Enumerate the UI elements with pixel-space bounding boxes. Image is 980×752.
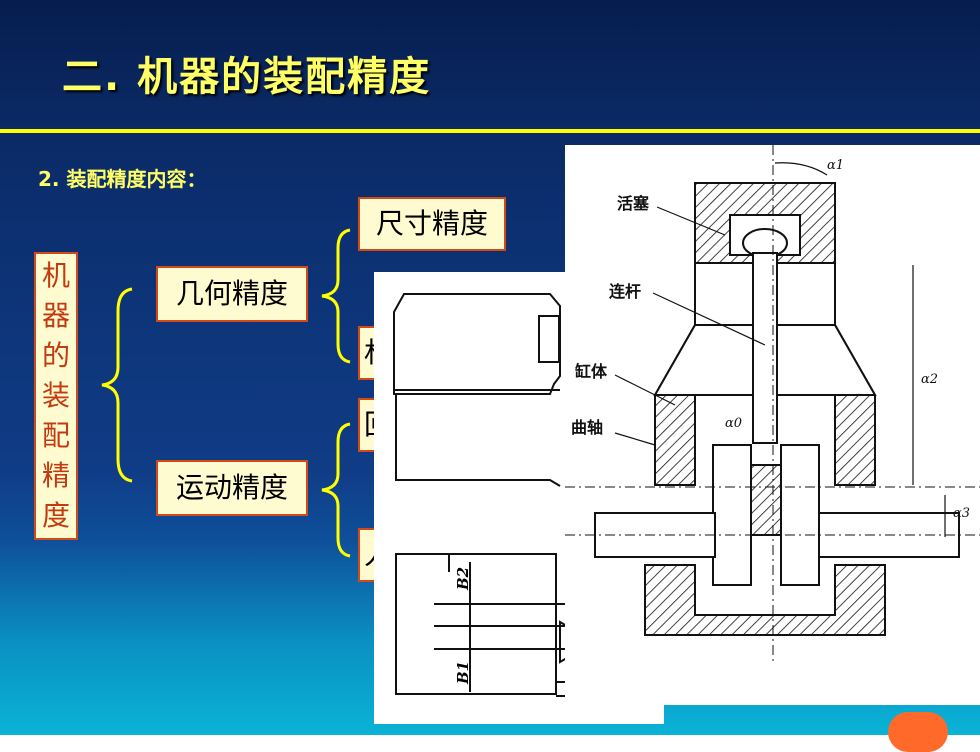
- crankshaft-label: 曲轴: [571, 418, 603, 437]
- title-divider: [0, 129, 980, 133]
- root-label-box: 机 器 的 装 配 精 度: [34, 252, 78, 540]
- slide-title: 二. 机器的装配精度: [62, 54, 432, 100]
- alpha2-label: α2: [921, 372, 938, 387]
- root-label-char: 配: [41, 419, 70, 452]
- piston-label: 活塞: [617, 194, 650, 213]
- b1-label: B1: [454, 661, 472, 685]
- brace-level1: [101, 287, 133, 483]
- root-label-char: 器: [41, 299, 70, 332]
- b2-label: B2: [454, 567, 472, 591]
- brace-motion: [321, 422, 351, 558]
- alpha3-label: α3: [953, 506, 970, 521]
- engine-drawing: 活塞 连杆 缸体 曲轴 α1 α2 α3 α0: [565, 145, 980, 665]
- root-label-char: 度: [41, 499, 70, 532]
- brace-geometric: [321, 228, 351, 364]
- slide-subtitle: 2. 装配精度内容：: [38, 167, 207, 191]
- geometric-precision-box: 几何精度: [156, 266, 308, 322]
- rod-label: 连杆: [609, 282, 641, 301]
- alpha1-label: α1: [827, 158, 844, 173]
- root-label-char: 精: [41, 459, 70, 492]
- root-label-char: 机: [41, 259, 70, 292]
- root-label-char: 的: [41, 339, 70, 372]
- dimension-precision-box: 尺寸精度: [358, 197, 506, 251]
- root-label-char: 装: [41, 379, 70, 412]
- engine-diagram: 活塞 连杆 缸体 曲轴 α1 α2 α3 α0: [565, 145, 980, 705]
- alpha0-label: α0: [725, 416, 742, 431]
- cylinder-label: 缸体: [574, 362, 608, 381]
- motion-precision-box: 运动精度: [156, 460, 308, 516]
- corner-badge: [888, 712, 948, 752]
